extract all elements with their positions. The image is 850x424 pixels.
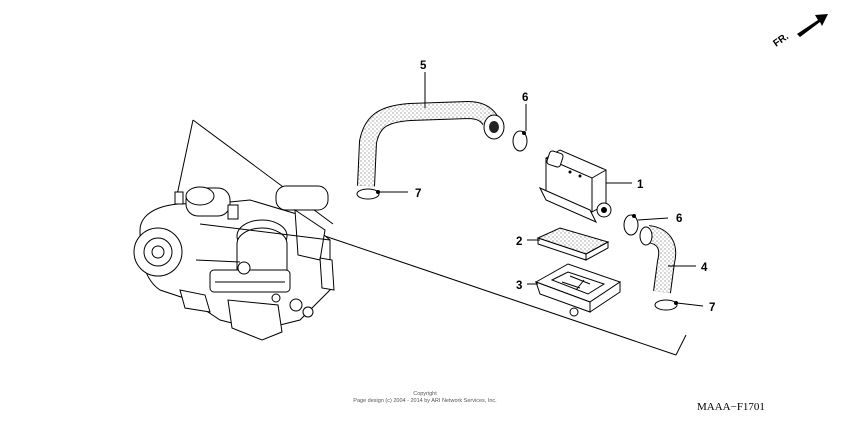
callout-3: 3 (516, 280, 522, 292)
part-7-clip-lower (654, 299, 678, 311)
copyright-line: Page design (c) 2004 - 2014 by ARI Netwo… (353, 398, 497, 404)
callout-6-lower: 6 (676, 213, 682, 225)
part-5-hose (357, 100, 505, 187)
callout-5: 5 (420, 60, 427, 72)
callout-2: 2 (516, 236, 522, 248)
callout-7-lower: 7 (709, 302, 715, 314)
callout-4: 4 (701, 262, 708, 274)
callout-leaders (379, 72, 704, 307)
front-label: FR. (771, 31, 791, 49)
callout-1: 1 (637, 179, 644, 191)
diagram-code: MAAA−F1701 (697, 401, 765, 413)
part-2-plate (536, 227, 610, 261)
part-7-clip-upper (356, 188, 380, 200)
callout-6-upper: 6 (522, 92, 528, 104)
part-6-clip-lower (623, 214, 639, 236)
part-3-case (534, 263, 622, 317)
front-arrow-icon (797, 14, 828, 37)
part-1-valve (538, 149, 612, 224)
callout-7-upper: 7 (415, 188, 421, 200)
front-direction-indicator: FR. (771, 14, 828, 49)
part-4-hose (639, 225, 677, 294)
carburetor-assembly (133, 185, 335, 341)
part-6-clip-upper (512, 130, 528, 152)
copyright-title: Copyright (413, 391, 437, 397)
